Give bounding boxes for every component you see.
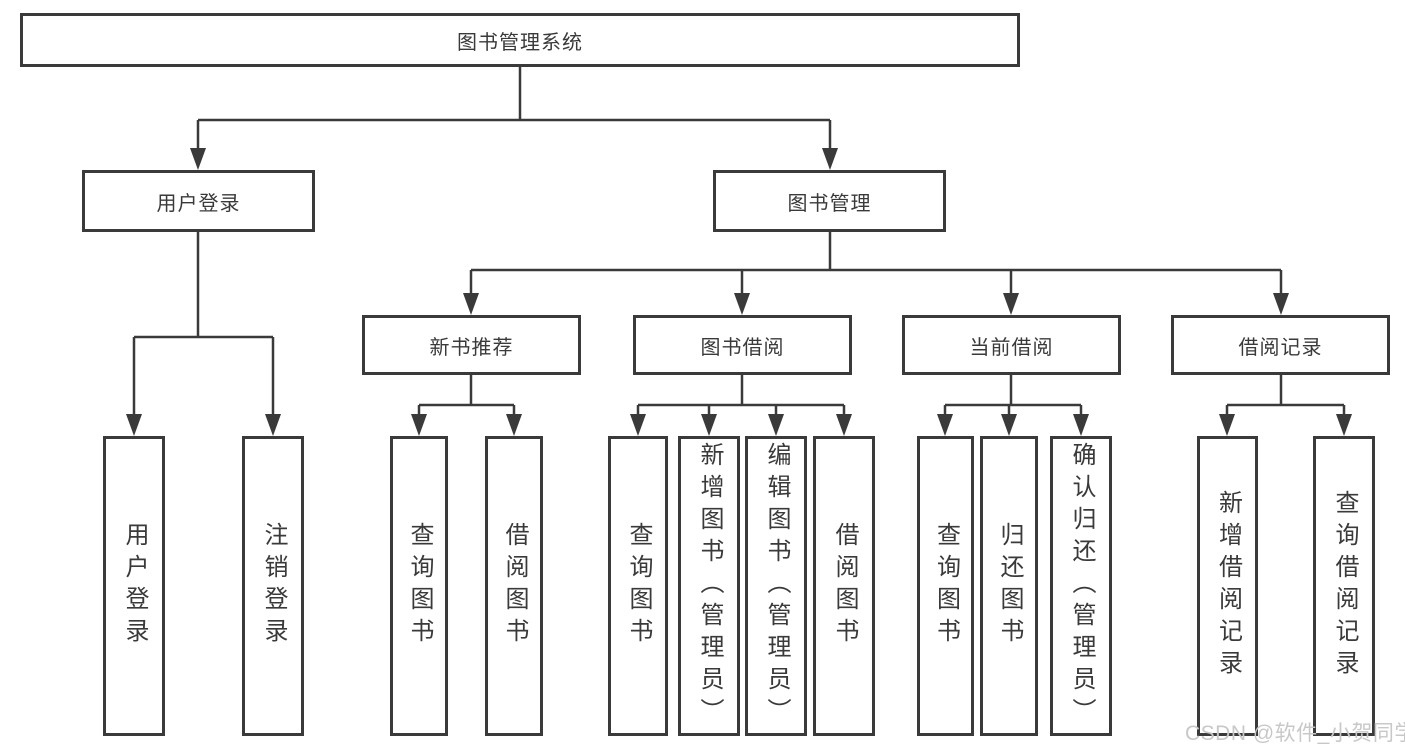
node-user-login-label: 用户登录: [156, 192, 241, 215]
node-book-management-label: 图书管理: [787, 192, 872, 215]
node-book-management: 图书管理: [713, 170, 946, 232]
csdn-watermark: CSDN @软件_小贺同学: [1185, 722, 1405, 745]
leaf-nb-query-books-label: 查询图书: [406, 522, 433, 650]
leaf-logout: 注销登录: [242, 436, 304, 736]
leaf-bb-borrow-books: 借阅图书: [813, 436, 875, 736]
node-borrowing-records: 借阅记录: [1171, 315, 1390, 375]
arrow-down-icon: [1003, 293, 1019, 315]
leaf-logout-label: 注销登录: [260, 522, 287, 650]
leaf-cb-return-books-label: 归还图书: [996, 522, 1023, 650]
arrow-down-icon: [768, 414, 784, 436]
arrow-down-icon: [1001, 414, 1017, 436]
node-root-label: 图书管理系统: [457, 31, 583, 54]
arrow-down-icon: [1219, 414, 1235, 436]
node-root: 图书管理系统: [20, 13, 1020, 67]
leaf-cb-confirm-return-admin-label: 确认归还（管理员）: [1068, 442, 1095, 730]
leaf-bb-add-books-admin: 新增图书（管理员）: [678, 436, 740, 736]
leaf-br-query-record: 查询借阅记录: [1313, 436, 1375, 736]
arrow-down-icon: [126, 414, 142, 436]
leaf-cb-return-books: 归还图书: [980, 436, 1038, 736]
node-new-book-recommendation: 新书推荐: [362, 315, 581, 375]
arrow-down-icon: [822, 148, 838, 170]
arrow-down-icon: [190, 148, 206, 170]
leaf-user-login-label: 用户登录: [121, 522, 148, 650]
node-new-book-recommendation-label: 新书推荐: [429, 336, 514, 359]
leaf-cb-query-books: 查询图书: [917, 436, 974, 736]
arrow-down-icon: [937, 414, 953, 436]
leaf-bb-edit-books-admin: 编辑图书（管理员）: [745, 436, 807, 736]
leaf-bb-edit-books-admin-label: 编辑图书（管理员）: [763, 442, 790, 730]
leaf-br-query-record-label: 查询借阅记录: [1331, 490, 1358, 682]
node-user-login: 用户登录: [82, 170, 315, 232]
leaf-user-login: 用户登录: [103, 436, 165, 736]
arrow-down-icon: [411, 414, 427, 436]
leaf-br-add-record-label: 新增借阅记录: [1214, 490, 1242, 682]
arrow-down-icon: [836, 414, 852, 436]
leaf-nb-query-books: 查询图书: [390, 436, 448, 736]
arrow-down-icon: [701, 414, 717, 436]
node-current-borrowing: 当前借阅: [902, 315, 1121, 375]
arrow-down-icon: [1273, 293, 1289, 315]
leaf-br-add-record: 新增借阅记录: [1197, 436, 1258, 736]
leaf-nb-borrow-books-label: 借阅图书: [501, 522, 528, 650]
arrow-down-icon: [734, 293, 750, 315]
arrow-down-icon: [630, 414, 646, 436]
leaf-nb-borrow-books: 借阅图书: [485, 436, 543, 736]
node-borrowing-records-label: 借阅记录: [1238, 336, 1323, 359]
leaf-cb-query-books-label: 查询图书: [932, 522, 960, 650]
node-book-borrowing-label: 图书借阅: [700, 336, 785, 359]
arrow-down-icon: [1336, 414, 1352, 436]
node-book-borrowing: 图书借阅: [633, 315, 852, 375]
arrowhead-icons: [126, 148, 1352, 436]
leaf-cb-confirm-return-admin: 确认归还（管理员）: [1050, 436, 1112, 736]
arrow-down-icon: [1073, 414, 1089, 436]
connector-segments: [132, 67, 1346, 432]
arrow-down-icon: [506, 414, 522, 436]
leaf-bb-borrow-books-label: 借阅图书: [831, 522, 858, 650]
leaf-bb-query-books: 查询图书: [608, 436, 668, 736]
node-current-borrowing-label: 当前借阅: [969, 336, 1054, 359]
arrow-down-icon: [265, 414, 281, 436]
arrow-down-icon: [463, 293, 479, 315]
leaf-bb-query-books-label: 查询图书: [625, 522, 652, 650]
leaf-bb-add-books-admin-label: 新增图书（管理员）: [696, 442, 723, 730]
